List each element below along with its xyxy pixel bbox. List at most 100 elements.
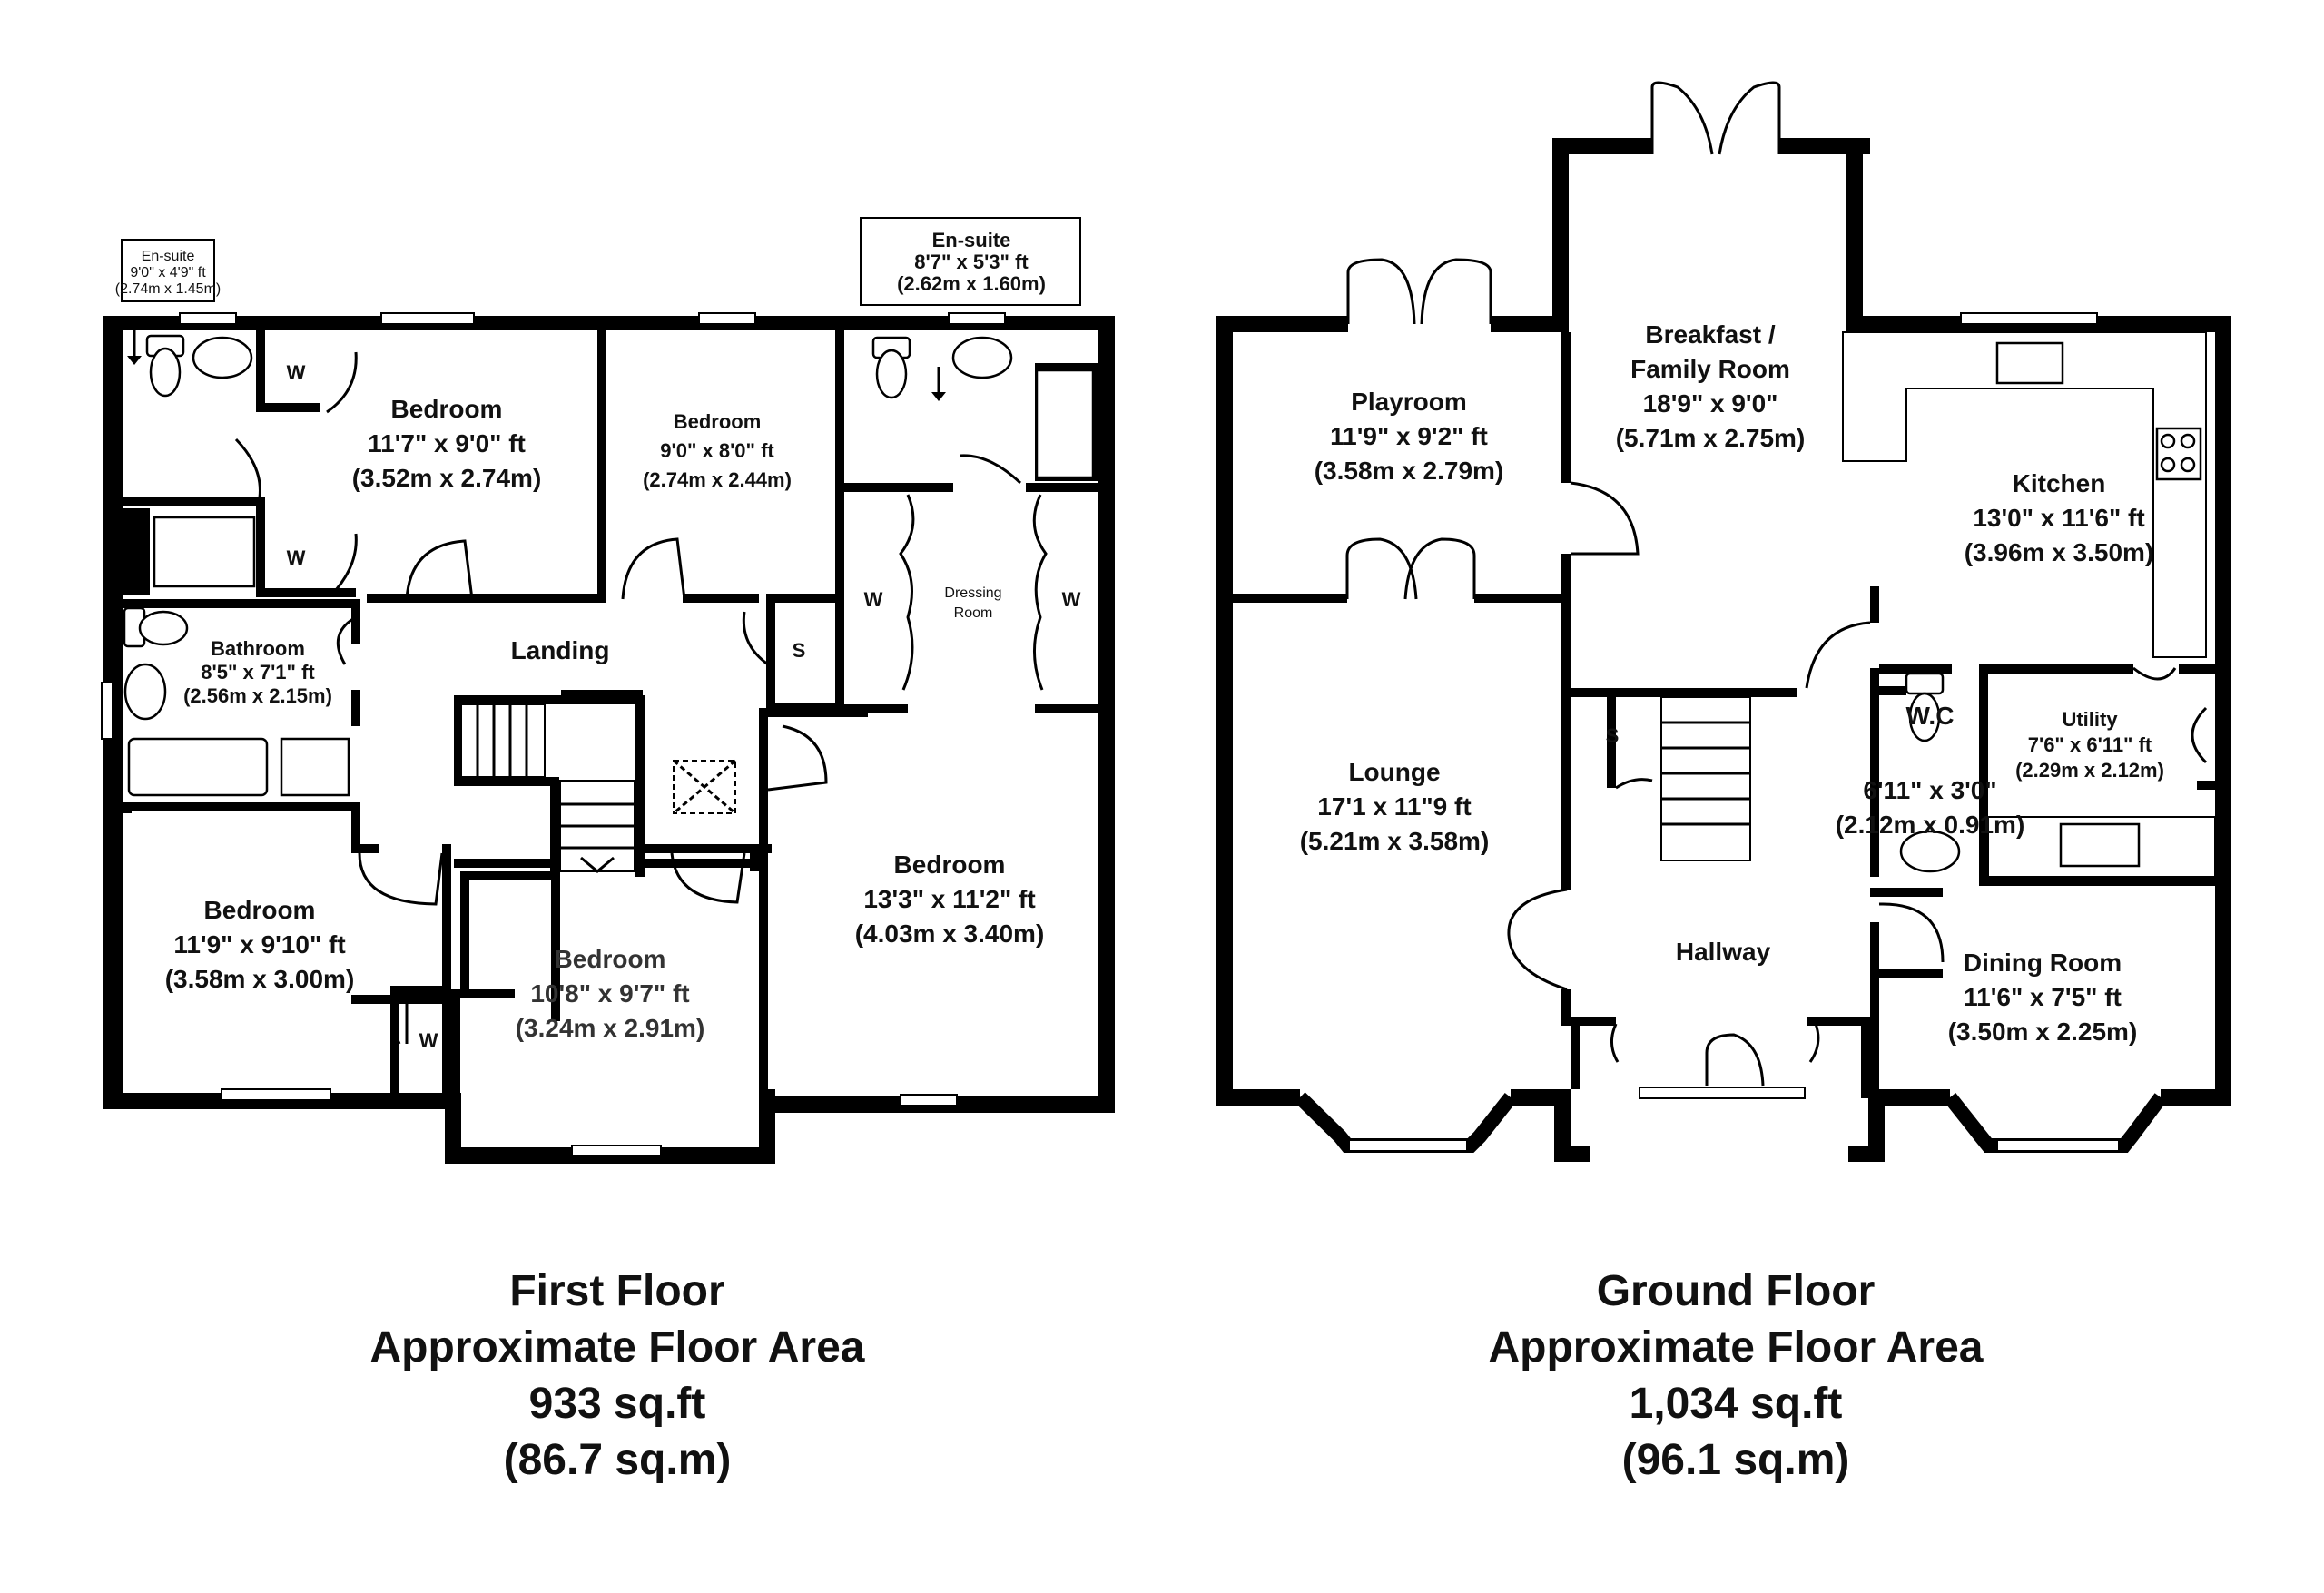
wall [1807, 1017, 1870, 1026]
wall [451, 989, 460, 1098]
first-floor-area-label: Approximate Floor Area [369, 1323, 865, 1372]
wardrobe-marker: W [1062, 588, 1081, 611]
door-swing [1705, 1033, 1765, 1087]
door-swing [336, 615, 357, 665]
bathroom-name: Bathroom [211, 637, 305, 660]
bedroom-1-name: Bedroom [391, 395, 503, 423]
lounge-dim-m: (5.21m x 3.58m) [1300, 827, 1490, 855]
breakfast-room-dim-ft: 18'9" x 9'0" [1643, 389, 1778, 418]
wall [351, 599, 360, 644]
wall [1846, 138, 1863, 334]
bay-window [1295, 1092, 1517, 1153]
wall [1561, 989, 1571, 1026]
window [380, 312, 475, 325]
bedroom-2-dim-ft: 9'0" x 8'0" ft [660, 439, 774, 462]
wardrobe-marker: W [864, 588, 883, 611]
wall [635, 844, 772, 853]
kitchen-dim-ft: 13'0" x 11'6" ft [1973, 504, 2144, 532]
door-swing [1570, 481, 1640, 556]
french-door [1346, 258, 1416, 325]
wall [123, 599, 360, 608]
wall [451, 989, 515, 998]
wall [123, 508, 150, 595]
bedroom-5-dim-ft: 10'8" x 9'7" ft [530, 979, 689, 1008]
first-floor-plan: En-suite 9'0" x 4'9" ft (2.74m x 1.45m) … [101, 217, 1115, 1164]
wall [1868, 1089, 1885, 1162]
toilet [138, 610, 189, 646]
wall [597, 330, 606, 603]
ensuite-1-name: En-suite [142, 249, 195, 264]
stair-arrow [580, 856, 615, 873]
store-marker: S [1606, 724, 1620, 747]
store-marker: S [793, 639, 806, 662]
window [900, 1094, 958, 1106]
wall [442, 844, 451, 1098]
ensuite-2-name: En-suite [932, 229, 1011, 251]
toilet [1908, 692, 1941, 742]
wall [635, 695, 645, 877]
wall [256, 330, 265, 403]
wall [766, 703, 844, 712]
bedroom-1-dim-ft: 11'7" x 9'0" ft [368, 429, 526, 457]
door-swing [405, 539, 474, 600]
playroom-dim-ft: 11'9" x 9'2" ft [1330, 422, 1488, 450]
wall [1511, 1089, 1565, 1106]
bay-window [1944, 1093, 2167, 1153]
wall [1607, 697, 1616, 788]
bedroom-4-dim-ft: 11'9" x 9'10" ft [173, 930, 345, 959]
ground-floor-caption: Ground Floor Approximate Floor Area 1,03… [1463, 1264, 2008, 1489]
wardrobe-marker: W [419, 1029, 438, 1052]
door-swing [1507, 888, 1568, 991]
door-swing [326, 351, 358, 414]
wall [454, 695, 463, 786]
callout-arrow [931, 392, 946, 401]
french-door [1420, 258, 1492, 325]
wall [766, 594, 775, 712]
window [101, 682, 113, 740]
playroom-name: Playroom [1351, 388, 1467, 416]
wall [1988, 877, 2215, 886]
wardrobe-marker: W [287, 546, 306, 569]
playroom-dim-m: (3.58m x 2.79m) [1315, 457, 1504, 485]
door-swing [1805, 621, 1871, 689]
french-door [1345, 537, 1418, 600]
wall [1870, 888, 1943, 897]
french-door [1650, 81, 1714, 155]
wall [1552, 138, 1569, 332]
wall [1491, 316, 1569, 332]
wall [2161, 1089, 2231, 1106]
wall [123, 804, 132, 813]
bathroom-dim-m: (2.56m x 2.15m) [183, 684, 332, 707]
kitchen-counter [1842, 331, 2207, 658]
hob-ring [2160, 457, 2176, 473]
wall [454, 695, 645, 704]
basin [951, 336, 1013, 379]
bathroom-dim-ft: 8'5" x 7'1" ft [201, 661, 315, 683]
ground-floor-title: Ground Floor [1596, 1267, 1876, 1315]
bedroom-3-dim-ft: 13'3" x 11'2" ft [863, 885, 1035, 913]
bedroom-4-name: Bedroom [204, 896, 316, 924]
basin [123, 663, 167, 721]
ensuite-2-dim-m: (2.62m x 1.60m) [897, 272, 1046, 295]
door-swing [899, 494, 915, 691]
wall [256, 497, 265, 597]
basin [1899, 830, 1961, 873]
wall [351, 995, 451, 1004]
loft-hatch-cross [673, 759, 736, 815]
wall [1571, 1017, 1580, 1089]
toilet [149, 347, 182, 398]
wall [1879, 664, 1952, 674]
landing-name: Landing [511, 636, 610, 664]
door-swing [621, 537, 686, 600]
wall [759, 713, 768, 837]
wall [454, 777, 559, 786]
kitchen-sink [1995, 341, 2064, 385]
wall [103, 316, 1115, 330]
breakfast-room-name: Breakfast / [1645, 320, 1775, 349]
first-floor-area-sqm: (86.7 sq.m) [503, 1436, 732, 1484]
wc-name: W.C [1906, 702, 1955, 730]
wall [759, 708, 868, 717]
wall [750, 844, 759, 871]
dining-room-dim-m: (3.50m x 2.25m) [1948, 1018, 2138, 1046]
